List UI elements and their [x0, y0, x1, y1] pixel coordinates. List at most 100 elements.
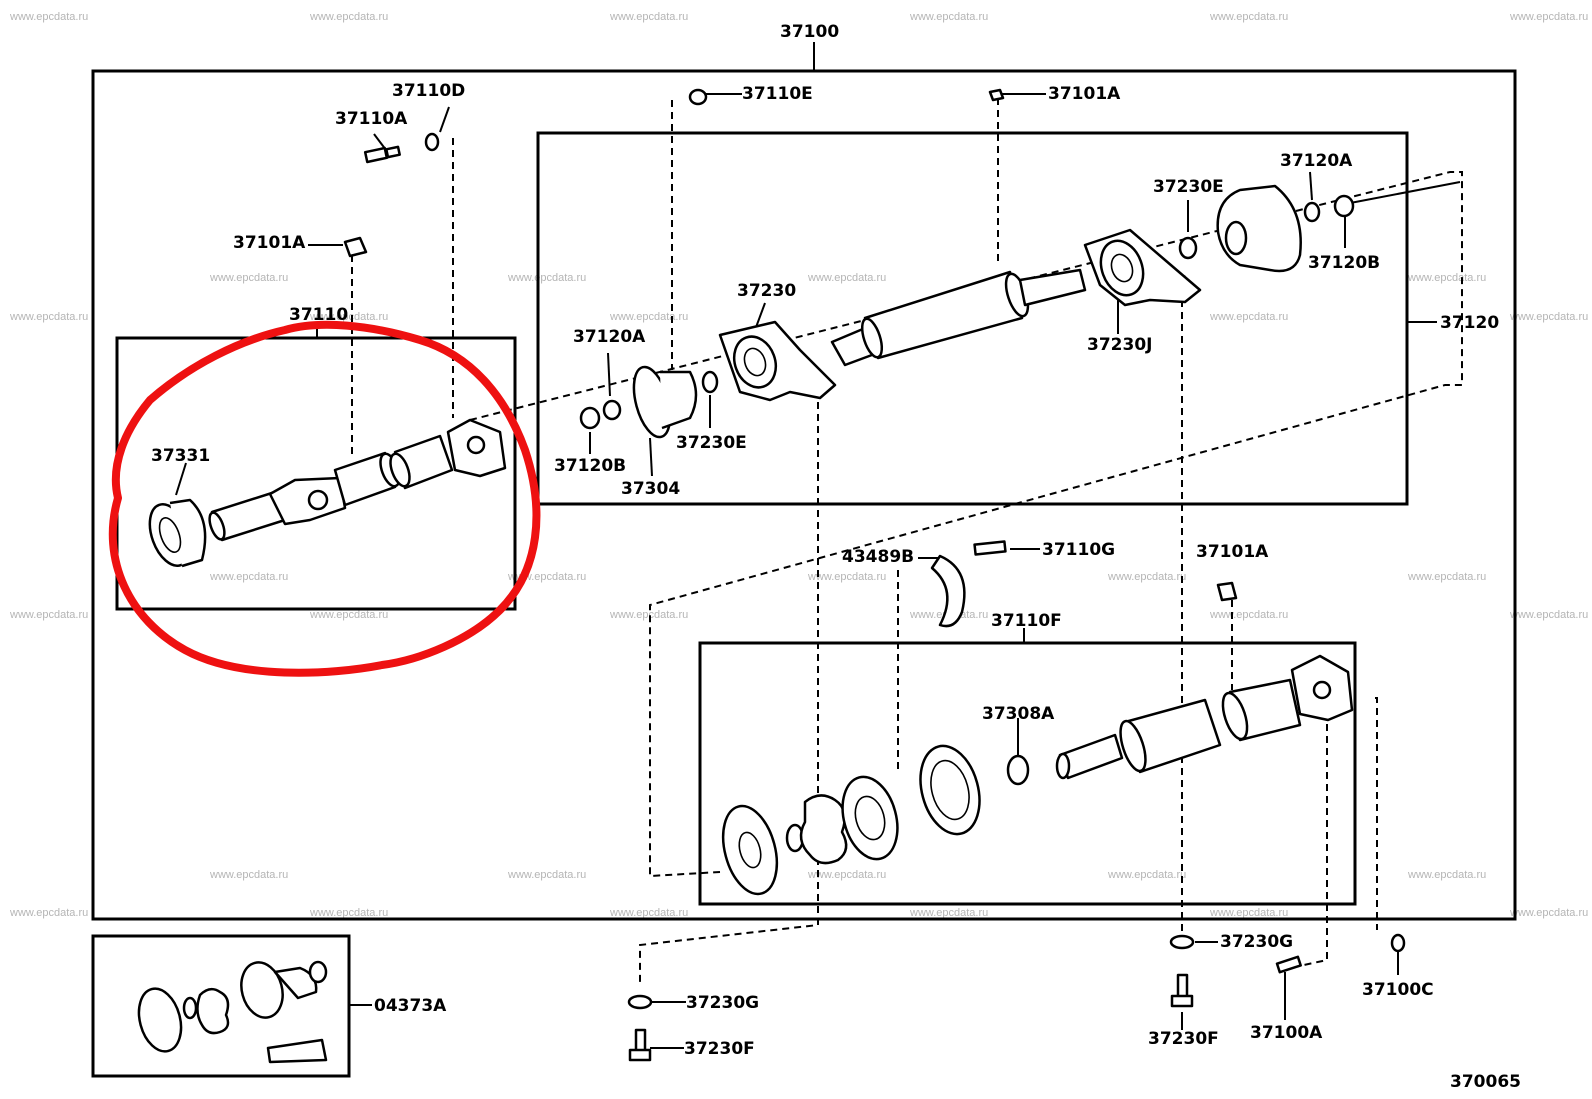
label-37308A: 37308A: [982, 704, 1055, 724]
label-37101A: 37101A: [233, 233, 306, 253]
label-37101A: 37101A: [1048, 84, 1121, 104]
label-43489B: 43489B: [842, 547, 914, 567]
watermark: www.epcdata.ru: [9, 907, 88, 919]
watermark: www.epcdata.ru: [1509, 11, 1588, 23]
label-04373A: 04373A: [374, 996, 447, 1016]
label-37100: 37100: [780, 22, 839, 42]
watermark: www.epcdata.ru: [209, 272, 288, 284]
frame-37110F: [698, 641, 1357, 906]
label-37304: 37304: [621, 479, 680, 499]
label-37120A: 37120A: [1280, 151, 1353, 171]
watermark: www.epcdata.ru: [807, 869, 886, 881]
figure-number: 370065: [1450, 1072, 1521, 1092]
cv-cover: [721, 804, 779, 896]
nut-37100C: [1390, 933, 1406, 953]
watermark: www.epcdata.ru: [909, 907, 988, 919]
watermark: www.epcdata.ru: [1107, 571, 1186, 583]
label-37101A: 37101A: [1196, 542, 1269, 562]
label-37110E: 37110E: [742, 84, 813, 104]
kit-inner-race: [240, 961, 284, 1019]
watermark: www.epcdata.ru: [807, 571, 886, 583]
label-37110F: 37110F: [991, 611, 1062, 631]
ring-37308A: [1006, 754, 1030, 786]
watermark: www.epcdata.ru: [1107, 869, 1186, 881]
watermark: www.epcdata.ru: [1509, 609, 1588, 621]
part-labels: 37100 37110D 37110A 37110E 37101A 37101A…: [151, 22, 1521, 1092]
label-37230J: 37230J: [1087, 335, 1152, 355]
label-37230F: 37230F: [684, 1039, 755, 1059]
bolt-37110G: [973, 540, 1007, 556]
shaft-end-stub: [1018, 268, 1087, 307]
label-37120A: 37120A: [573, 327, 646, 347]
watermark: www.epcdata.ru: [309, 907, 388, 919]
watermark: www.epcdata.ru: [1209, 11, 1288, 23]
clip-37101A: [343, 236, 368, 258]
label-37120B: 37120B: [1308, 253, 1380, 273]
watermark: www.epcdata.ru: [609, 907, 688, 919]
watermark: www.epcdata.ru: [507, 869, 586, 881]
clip-37101A-right: [1216, 581, 1238, 602]
label-37110A: 37110A: [335, 109, 408, 129]
watermark: www.epcdata.ru: [1407, 272, 1486, 284]
watermark: www.epcdata.ru: [1407, 571, 1486, 583]
washer-37120A-left: [602, 399, 622, 421]
propeller-shaft-37110: [148, 132, 507, 568]
label-37120B: 37120B: [554, 456, 626, 476]
watermark: www.epcdata.ru: [507, 272, 586, 284]
watermark: www.epcdata.ru: [1509, 311, 1588, 323]
watermark: www.epcdata.ru: [807, 272, 886, 284]
label-37230: 37230: [737, 281, 796, 301]
label-37110G: 37110G: [1042, 540, 1115, 560]
highlight-circle: [108, 320, 541, 677]
propeller-shaft-37120: [579, 88, 1355, 439]
washer-37230G-left: [627, 994, 653, 1010]
propeller-shaft-37110F: [721, 540, 1354, 896]
watermark: www.epcdata.ru: [1209, 907, 1288, 919]
watermark: www.epcdata.ru: [609, 609, 688, 621]
kit-grease-tube: [266, 1038, 328, 1064]
watermark: www.epcdata.ru: [309, 311, 388, 323]
watermark: www.epcdata.ru: [9, 609, 88, 621]
watermark: www.epcdata.ru: [309, 609, 388, 621]
nut-37120B-left: [579, 406, 601, 430]
label-37110: 37110: [289, 305, 348, 325]
label-37230F: 37230F: [1148, 1029, 1219, 1049]
watermark: www.epcdata.ru: [1209, 311, 1288, 323]
washer-37230G-right: [1169, 934, 1195, 950]
watermark: www.epcdata.ru: [909, 11, 988, 23]
label-37100A: 37100A: [1250, 1023, 1323, 1043]
watermark: www.epcdata.ru: [309, 11, 388, 23]
bolt-37110A: [363, 146, 389, 164]
cv-inner-race: [841, 775, 899, 861]
cv-outer-race: [919, 744, 981, 836]
watermark: www.epcdata.ru: [1509, 907, 1588, 919]
bolt-37100A: [1275, 955, 1302, 974]
nut-37120B-right: [1333, 194, 1355, 218]
washer-37120A-right: [1303, 201, 1321, 223]
clip-37101A-top: [988, 88, 1005, 102]
frame-37120: [536, 131, 1409, 506]
nut-37110D: [424, 132, 440, 152]
watermark: www.epcdata.ru: [209, 869, 288, 881]
cv-cage: [799, 794, 848, 865]
snap-ring-43489B: [930, 554, 966, 628]
watermarks: www.epcdata.ru www.epcdata.ru www.epcdat…: [9, 11, 1588, 919]
watermark: www.epcdata.ru: [609, 311, 688, 323]
loose-hardware: [627, 933, 1406, 1062]
label-37100C: 37100C: [1362, 980, 1434, 1000]
label-37120: 37120: [1440, 313, 1499, 333]
watermark: www.epcdata.ru: [1209, 609, 1288, 621]
assembly-lines: [351, 98, 1463, 985]
boot-kit-04373A: [137, 960, 328, 1064]
label-37230G: 37230G: [1220, 932, 1293, 952]
watermark: www.epcdata.ru: [9, 311, 88, 323]
watermark: www.epcdata.ru: [209, 571, 288, 583]
washer-37230E-right: [1178, 236, 1198, 260]
kit-circlip: [182, 996, 198, 1020]
label-37230G: 37230G: [686, 993, 759, 1013]
watermark: www.epcdata.ru: [609, 11, 688, 23]
watermark: www.epcdata.ru: [9, 11, 88, 23]
label-37230E: 37230E: [1153, 177, 1224, 197]
nut-37110E: [688, 88, 708, 106]
